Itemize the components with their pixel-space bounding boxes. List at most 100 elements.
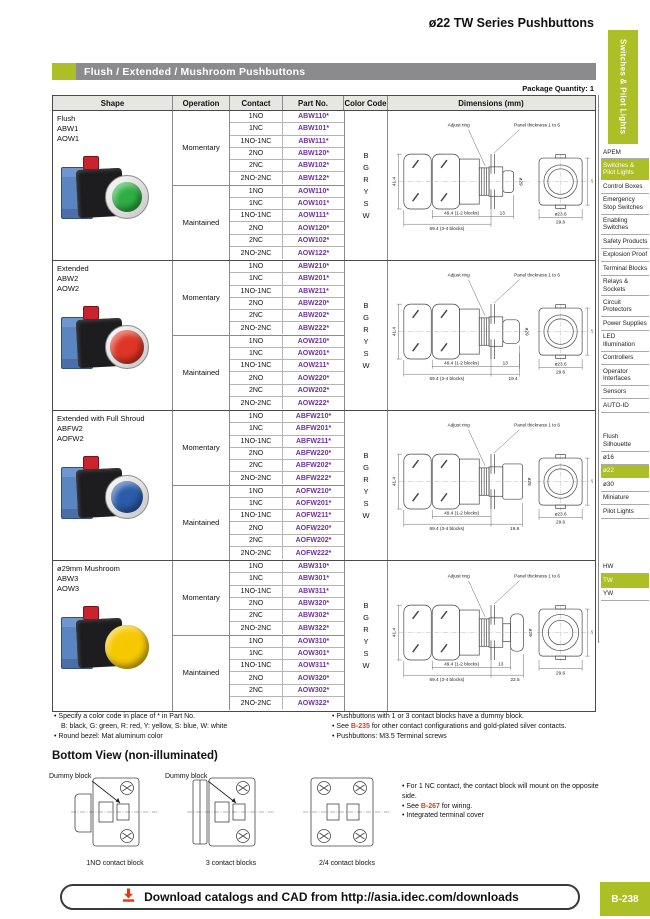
- sidebar-item-safety-products[interactable]: Safety Products: [601, 235, 649, 249]
- contact-cell: 1NO-1NC: [230, 135, 283, 147]
- bullet-glyph: •: [332, 723, 337, 731]
- sidebar-item-led-illumination[interactable]: LED Illumination: [601, 331, 649, 352]
- operation-cell: Momentary: [173, 411, 230, 485]
- part-number: ABW120*: [297, 149, 330, 157]
- part-number: AOW120*: [297, 224, 330, 232]
- note-text: Pushbuttons: M3.5 Terminal screws: [336, 733, 447, 741]
- section-header: Flush / Extended / Mushroom Pushbuttons: [52, 63, 596, 80]
- sidebar-item-explosion-proof[interactable]: Explosion Proof: [601, 249, 649, 263]
- contact-cell: 2NC: [230, 160, 283, 172]
- color-code-letter: W: [362, 210, 370, 220]
- sidebar-item-operator-interfaces[interactable]: Operator Interfaces: [601, 365, 649, 386]
- column-header-contact: Contact: [230, 96, 283, 110]
- cross-reference-link[interactable]: B-267: [420, 802, 440, 810]
- shape-name-line: ABW3: [57, 573, 79, 583]
- contact-cell: 2NC: [230, 460, 283, 472]
- sidebar-item-enabling-switches[interactable]: Enabling Switches: [601, 215, 649, 236]
- sidebar-item-terminal-blocks[interactable]: Terminal Blocks: [601, 262, 649, 276]
- svg-text:49.4 (1-2 blocks): 49.4 (1-2 blocks): [444, 510, 479, 515]
- sidebar-item-sensors[interactable]: Sensors: [601, 386, 649, 400]
- svg-text:Adjust ring: Adjust ring: [447, 123, 470, 128]
- sidebar-item-tw[interactable]: TW: [601, 574, 649, 588]
- part-number: ABW101*: [297, 125, 330, 133]
- part-number: ABW211*: [298, 287, 329, 295]
- contact-cell: 2NO-2NC: [230, 547, 283, 560]
- sidebar-item-control-boxes[interactable]: Control Boxes: [601, 180, 649, 194]
- page-title: ø22 TW Series Pushbuttons: [428, 16, 594, 30]
- sidebar-item-flush-silhouette[interactable]: Flush Silhouette: [601, 431, 649, 452]
- operation-cell: Maintained: [173, 635, 230, 710]
- button-cap-art: [105, 625, 149, 670]
- svg-text:ø29: ø29: [527, 478, 532, 486]
- part-number: AOW310*: [297, 637, 330, 645]
- pushbutton-image: [57, 601, 161, 689]
- sidebar-item-emergency-stop-switches[interactable]: Emergency Stop Switches: [601, 194, 649, 215]
- column-header-operation: Operation: [173, 96, 230, 110]
- part-number: AOW222*: [297, 399, 330, 407]
- svg-text:29.6: 29.6: [556, 220, 566, 225]
- svg-text:19.4: 19.4: [508, 376, 518, 381]
- download-bar[interactable]: Download catalogs and CAD from http://as…: [60, 884, 580, 910]
- sidebar-item-yw[interactable]: YW: [601, 588, 649, 601]
- sidebar-item-hw[interactable]: HW: [601, 561, 649, 575]
- svg-text:Adjust ring: Adjust ring: [447, 423, 470, 428]
- cross-reference-link[interactable]: B-235: [350, 723, 370, 731]
- sidebar-item-miniature[interactable]: Miniature: [601, 492, 649, 506]
- color-code-letter: W: [362, 510, 370, 520]
- part-number: AOW311*: [297, 662, 330, 670]
- contact-cell: 2NC: [230, 534, 283, 547]
- sidebar-category-tab[interactable]: Switches & Pilot Lights: [608, 30, 638, 144]
- contact-cell: 2NC: [230, 310, 283, 322]
- sidebar-item-switches-pilot-lights[interactable]: Switches & Pilot Lights: [601, 159, 649, 181]
- pushbutton-image: [57, 151, 161, 239]
- sidebar-item--22[interactable]: ø22: [601, 464, 649, 479]
- contact-block-svg: [176, 770, 286, 859]
- column-header-colorcode: Color Code: [344, 96, 388, 110]
- svg-text:41.4: 41.4: [391, 177, 396, 187]
- contact-block-drawing: 1NO contact block: [60, 770, 170, 867]
- note-line: • Round bezel: Mat aluminum color: [54, 732, 322, 742]
- sidebar-item-pilot-lights[interactable]: Pilot Lights: [601, 505, 649, 519]
- part-number: ABW301*: [297, 575, 330, 583]
- dummy-block-callout: Dummy block: [48, 769, 168, 813]
- color-code-letter: G: [363, 162, 369, 172]
- svg-text:ø29: ø29: [528, 628, 533, 636]
- svg-text:29.6: 29.6: [556, 670, 566, 675]
- sidebar-item--16[interactable]: ø16: [601, 452, 649, 465]
- sidebar-item-relays-sockets[interactable]: Relays & Sockets: [601, 276, 649, 297]
- svg-text:Panel thickness 1 to 6: Panel thickness 1 to 6: [514, 423, 560, 428]
- sidebar-item-circuit-protectors[interactable]: Circuit Protectors: [601, 296, 649, 318]
- svg-text:69.4 (3-4 blocks): 69.4 (3-4 blocks): [429, 226, 464, 231]
- svg-text:ø23.6: ø23.6: [554, 361, 566, 366]
- color-code-letter: B: [363, 150, 369, 160]
- sidebar-item--30[interactable]: ø30: [601, 478, 649, 492]
- sidebar-item-power-supplies[interactable]: Power Supplies: [601, 317, 649, 331]
- part-number: AOFW202*: [295, 536, 332, 544]
- sidebar-item-controllers[interactable]: Controllers: [601, 352, 649, 366]
- sidebar-item-auto-id[interactable]: AUTO-ID: [601, 399, 649, 413]
- sidebar-item-apem[interactable]: APEM: [601, 146, 649, 160]
- contact-cell: 2NO: [230, 297, 283, 309]
- part-number: ABFW211*: [295, 437, 331, 445]
